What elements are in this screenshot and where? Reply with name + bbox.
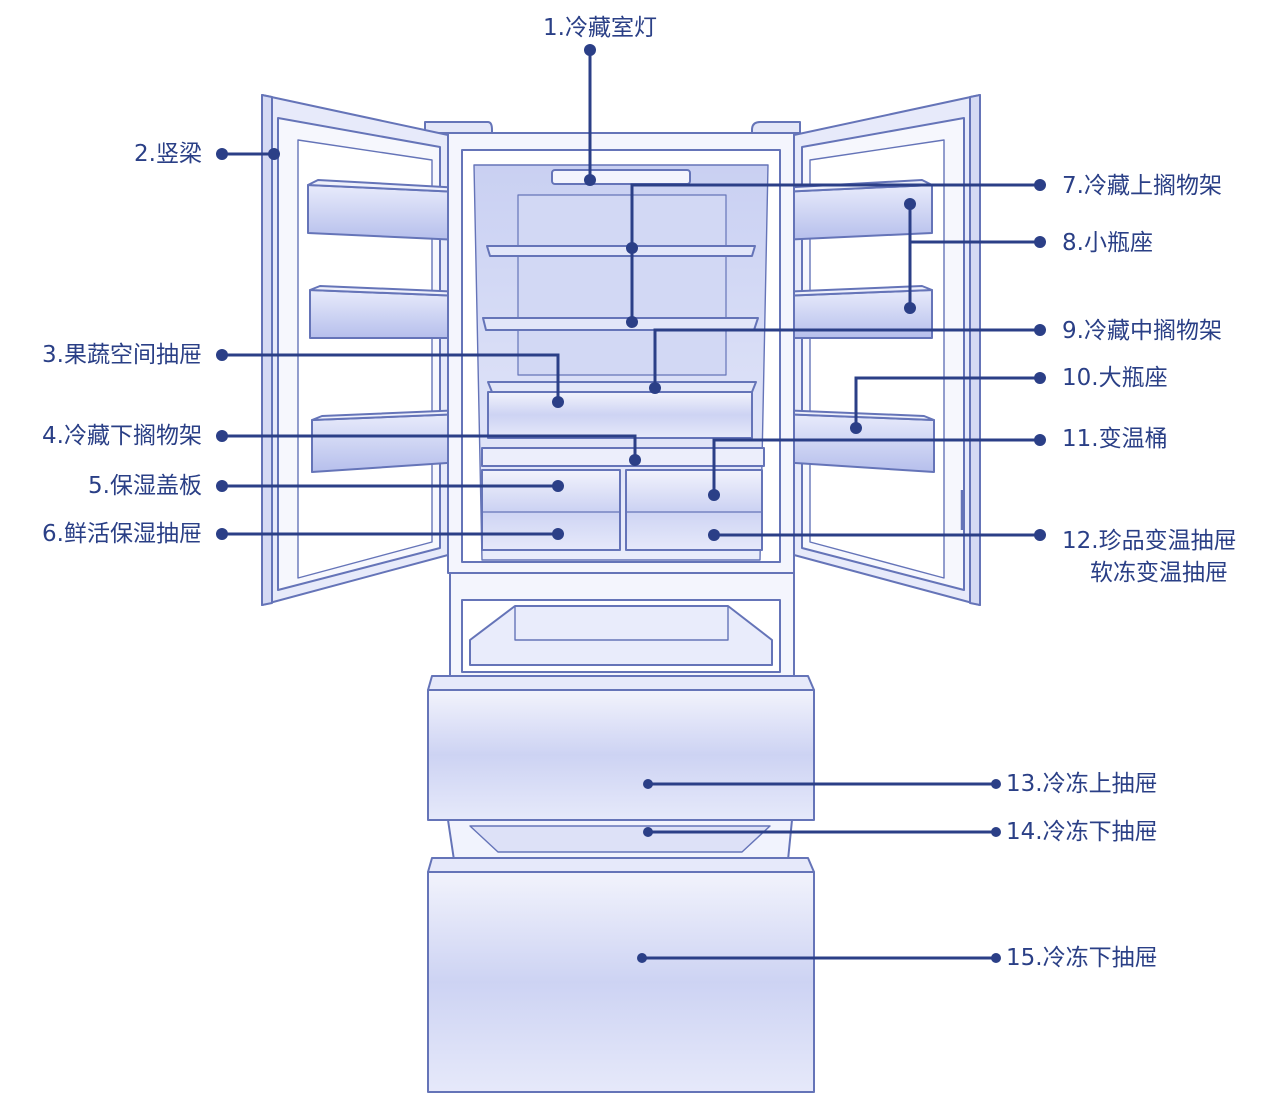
label-freezer-upper-drawer: 13.冷冻上抽屉	[1006, 771, 1158, 797]
top-hinges	[424, 121, 801, 134]
label-lower-shelf: 4.冷藏下搁物架	[42, 423, 202, 449]
label-freezer-lower-drawer: 15.冷冻下抽屉	[1006, 945, 1158, 971]
leader-3	[222, 353, 560, 402]
leader-7	[630, 183, 1040, 322]
label-vertical-beam: 2.竖梁	[134, 141, 202, 167]
label-upper-shelf: 7.冷藏上搁物架	[1062, 173, 1222, 199]
leader-10	[854, 376, 1040, 428]
leader-9	[653, 328, 1040, 388]
label-crisper-drawer: 3.果蔬空间抽屉	[42, 342, 202, 368]
callout-dots	[216, 44, 1046, 963]
label-small-bottle-holder: 8.小瓶座	[1062, 230, 1153, 256]
label-soft-freeze-drawer: 软冻变温抽屉	[1090, 560, 1228, 586]
label-large-bottle-holder: 10.大瓶座	[1062, 365, 1168, 391]
label-middle-shelf: 9.冷藏中搁物架	[1062, 318, 1222, 344]
leader-11	[712, 438, 1040, 495]
label-freezer-middle-drawer: 14.冷冻下抽屉	[1006, 819, 1158, 845]
label-premium-drawer: 12.珍品变温抽屉	[1062, 528, 1237, 554]
left-door-bins	[307, 179, 465, 473]
label-variable-temp-bin: 11.变温桶	[1062, 426, 1168, 452]
label-refrigerator-light: 1.冷藏室灯	[543, 15, 657, 41]
refrigerator-illustration	[261, 94, 981, 1093]
freezer-lower-drawer	[427, 857, 815, 1093]
right-door-bins	[777, 179, 935, 473]
fridge-cabinet	[447, 132, 795, 574]
label-fresh-drawer: 6.鲜活保湿抽屉	[42, 521, 202, 547]
leader-lines	[222, 50, 1040, 960]
label-humidity-cover: 5.保湿盖板	[88, 473, 202, 499]
freezer-middle-drawer	[447, 819, 793, 861]
lower-cabinet	[449, 572, 795, 682]
glass-shelves	[482, 245, 759, 393]
leader-4	[222, 434, 637, 460]
freezer-upper-drawer	[427, 675, 815, 821]
